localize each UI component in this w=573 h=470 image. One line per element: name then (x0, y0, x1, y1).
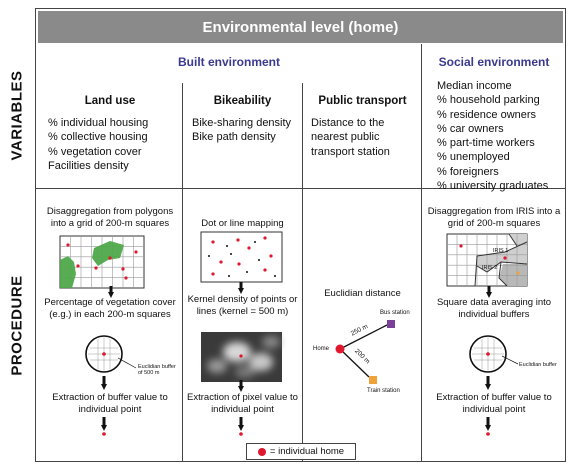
vegetation-patch (92, 241, 124, 266)
variable-item: % residence owners (437, 108, 537, 121)
column-public-transport: Public transport (318, 95, 407, 107)
distance-diagram (335, 320, 395, 384)
variable-item: % vegetation cover (48, 145, 142, 158)
iris-area (509, 234, 527, 246)
bikeability-step-2: Kernel density of points or lines (kerne… (187, 294, 298, 317)
bus-station-icon (387, 320, 395, 328)
social-variables: Median income % household parking % resi… (437, 79, 548, 193)
public-transport-variables: Distance to the nearest public transport… (311, 116, 419, 159)
buffer-circle-icon (85, 335, 123, 373)
land-use-step-1: Disaggregation from polygons into a grid… (46, 206, 174, 229)
variable-item: Facilities density (48, 159, 129, 172)
legend-text: = individual home (269, 446, 345, 457)
row-label-procedure: PROCEDURE (8, 274, 26, 376)
variable-item: Bike-sharing density (192, 117, 292, 129)
section-social-environment: Social environment (438, 55, 550, 69)
social-step-2: Square data averaging into individual bu… (436, 297, 552, 320)
column-divider-1 (182, 83, 183, 462)
variable-item: % household parking (437, 94, 540, 107)
social-step-3: Extraction of buffer value to individual… (436, 392, 552, 415)
bikeability-variables: Bike-sharing density Bike path density (192, 116, 291, 145)
variable-item: Distance to the nearest public transport… (311, 117, 390, 158)
iris-area (477, 242, 527, 272)
section-divider (421, 44, 422, 462)
diagram-frame (35, 8, 566, 462)
vegetation-patch (60, 256, 76, 288)
pointer-line-icon (117, 357, 137, 369)
arrow-icon (101, 376, 107, 390)
land-use-step-2: Percentage of vegetation cover (e.g.) in… (44, 297, 176, 320)
variable-item: % unemployed (437, 151, 510, 164)
arrow-icon (238, 282, 244, 294)
home-label: Home (313, 346, 330, 352)
iris-2-label: IRIS 2 (482, 265, 498, 271)
diagram-title: Environmental level (home) (38, 11, 563, 43)
bikeability-step-1: Dot or line mapping (201, 218, 284, 229)
home-point-icon (239, 432, 243, 436)
land-use-step-3: Extraction of buffer value to individual… (52, 392, 168, 415)
land-use-buffer-label: Euclidian buffer of 500 m (138, 364, 176, 376)
arrow-icon (486, 286, 492, 298)
train-station-icon (369, 376, 377, 384)
buffer-circle-icon (469, 335, 507, 373)
column-land-use: Land use (84, 95, 136, 107)
home-dot-icon (257, 447, 266, 456)
home-point-icon (102, 432, 106, 436)
social-buffer-label: Euclidian buffer (519, 362, 557, 368)
dot-map (200, 231, 283, 283)
vegetation-grid-map (59, 235, 145, 289)
social-step-1: Disaggregation from IRIS into a grid of … (427, 206, 561, 229)
arrow-icon (485, 376, 491, 390)
bus-station-label: Bus station (380, 310, 410, 316)
iris-1-label: IRIS 1 (493, 248, 509, 254)
land-use-variables: % individual housing % collective housin… (48, 116, 148, 173)
arrow-icon (485, 417, 491, 431)
iris-grid-map (446, 233, 528, 287)
section-built-environment: Built environment (177, 55, 280, 69)
variable-item: Bike path density (192, 131, 276, 144)
iris-area (499, 264, 527, 286)
variable-item: % car owners (437, 122, 504, 135)
bikeability-step-3: Extraction of pixel value to individual … (187, 392, 298, 415)
variable-item: Median income (437, 80, 512, 92)
variable-item: % individual housing (48, 117, 149, 129)
legend: = individual home (246, 443, 356, 460)
column-bikeability: Bikeability (213, 95, 272, 107)
public-transport-step-1: Euclidian distance (324, 288, 401, 299)
arrow-icon (238, 417, 244, 431)
pointer-line-icon (501, 355, 519, 365)
column-divider-2 (302, 83, 303, 462)
row-divider (35, 188, 566, 189)
arrow-icon (101, 417, 107, 431)
home-point-icon (486, 432, 490, 436)
kernel-density-map (201, 332, 282, 382)
variable-item: % part-time workers (437, 137, 535, 150)
home-icon (335, 344, 345, 354)
variable-item: % university graduates (437, 180, 549, 193)
row-label-variables: VARIABLES (8, 69, 26, 161)
variable-item: % collective housing (48, 131, 148, 144)
arrow-icon (108, 286, 114, 298)
train-station-label: Train station (367, 388, 400, 394)
variable-item: % foreigners (437, 165, 499, 178)
arrow-icon (238, 380, 244, 392)
